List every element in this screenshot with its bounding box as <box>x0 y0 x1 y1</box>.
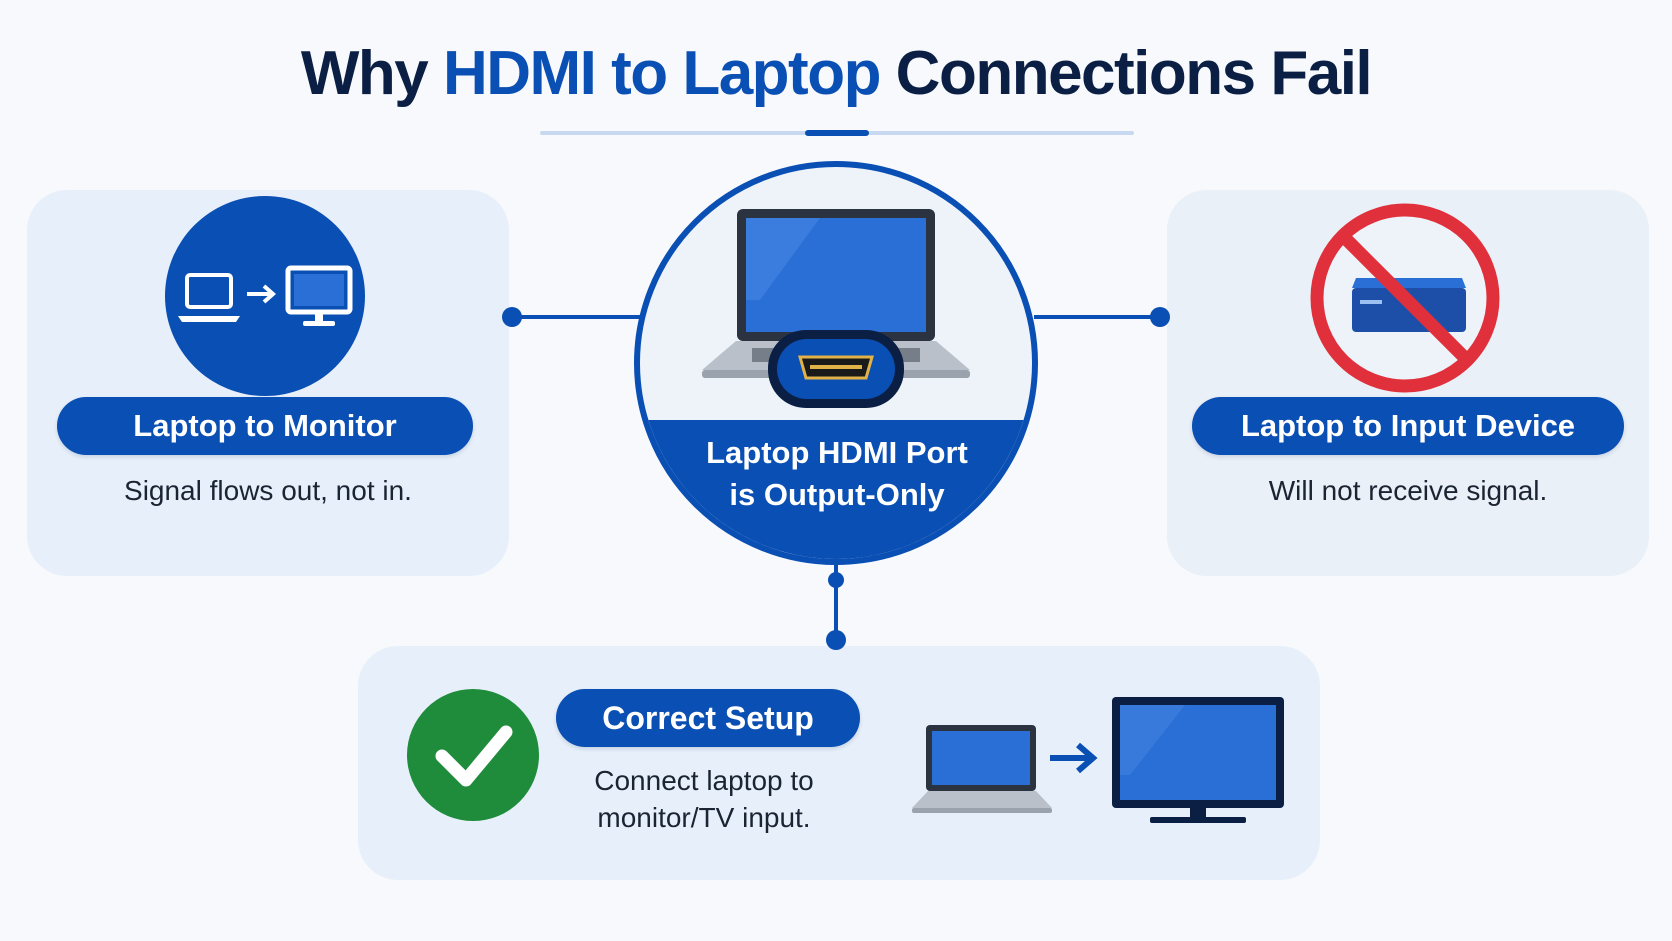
bottom-card-label: Correct Setup <box>556 689 860 747</box>
center-label: Laptop HDMI Port is Output-Only <box>640 432 1034 516</box>
title-part-3: Connections Fail <box>879 39 1373 108</box>
left-card-description: Signal flows out, not in. <box>124 475 412 506</box>
left-card-label: Laptop to Monitor <box>57 397 473 455</box>
title-part-1: Why <box>300 39 443 108</box>
title-highlight: HDMI to Laptop <box>442 39 882 108</box>
connector-bottom-dot-top <box>828 572 844 588</box>
center-label-line-1: Laptop HDMI Port <box>706 435 968 470</box>
center-label-line-2: is Output-Only <box>729 477 945 512</box>
title-underline-accent <box>805 130 869 136</box>
page-title: Why HDMI to Laptop Connections Fail <box>0 38 1672 109</box>
right-card-description: Will not receive signal. <box>1268 475 1548 506</box>
right-card-label: Laptop to Input Device <box>1192 397 1624 455</box>
bottom-card-description: Connect laptop to monitor/TV input. <box>594 765 814 833</box>
connector-bottom-dot <box>826 630 846 650</box>
laptop-hdmi-port-icon <box>702 209 970 408</box>
connector-right-dot <box>1150 307 1170 327</box>
connector-left-dot <box>502 307 522 327</box>
